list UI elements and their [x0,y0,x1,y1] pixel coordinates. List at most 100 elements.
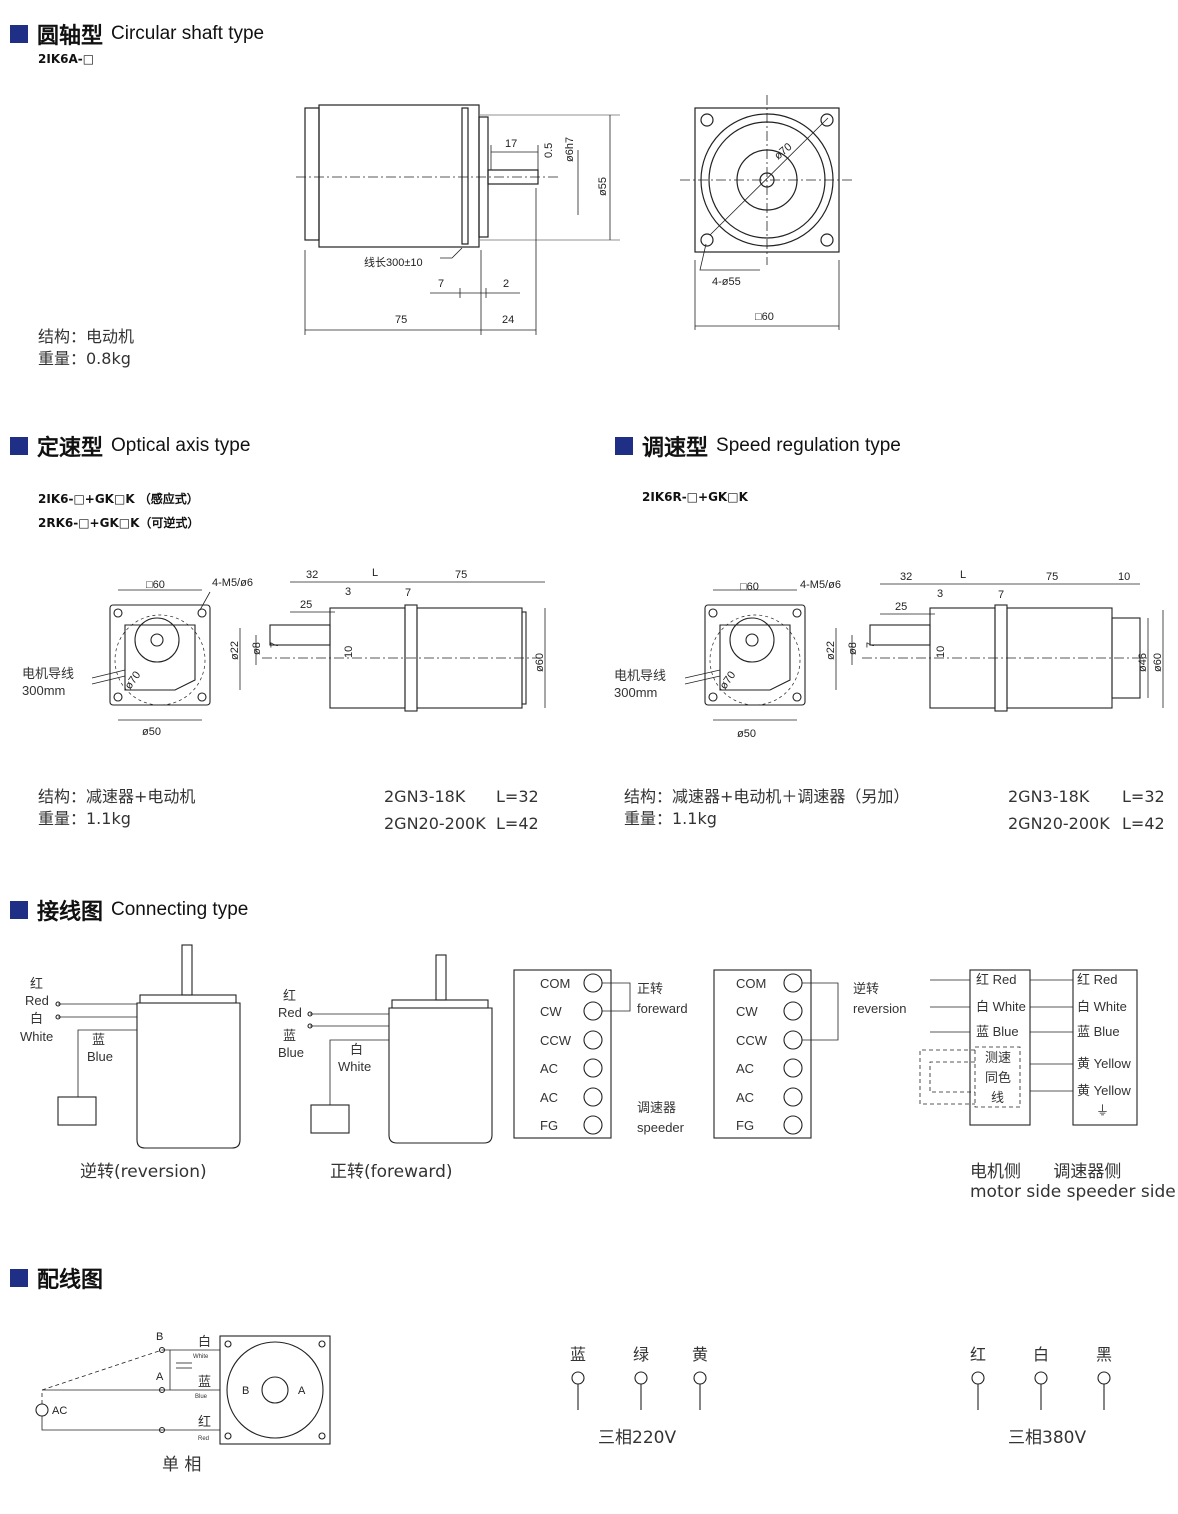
reversion-label-cn: 逆转 [853,981,879,996]
sensor-label: 同色 [985,1070,1011,1085]
dim-holes: 4-ø55 [712,276,741,288]
reversion-label-en: reversion [853,1001,906,1016]
section-title-speed: 调速型 Speed regulation type [615,430,901,462]
terminal-label: FG [540,1118,558,1133]
gear-length-2: L=42 [1122,814,1165,833]
weight-text: 重量：0.8kg [38,349,131,368]
rotation-b-label: B [242,1385,249,1397]
model-number-1: 2IK6R-□+GK□K [642,490,748,504]
speeder-side-wire: 黄 Yellow [1077,1056,1131,1071]
structure-text: 结构：减速器+电动机 [38,787,196,806]
dim-22: ø22 [825,641,837,660]
dim-L: L [372,567,378,579]
dim-32: 32 [306,569,318,581]
wire-blue-en: Blue [87,1049,113,1064]
dim-7b: 7 [865,642,877,648]
gear-length-1: L=32 [496,787,539,806]
forward-label-cn: 正转 [637,981,663,996]
model-number-2: 2RK6-□+GK□K（可逆式） [38,516,200,530]
dim-sq60: □60 [146,579,165,591]
speeder-label-en: speeder [637,1120,685,1135]
section-title-cn: 圆轴型 [37,24,104,49]
terminal-label: COM [540,976,570,991]
dim-75: 75 [455,569,467,581]
speeder-side-wire: 红 Red [1077,972,1117,987]
single-phase-caption: 单 相 [162,1455,202,1475]
phase-label: 黄 [692,1346,708,1364]
wire-a-label: A [156,1371,164,1383]
dim-32: 32 [900,571,912,583]
wire-length: 线长300±10 [364,255,423,269]
phase-label: 蓝 [570,1346,586,1364]
speeder-side-wire: 黄 Yellow [1077,1083,1131,1098]
section-title-cn: 配线图 [37,1268,104,1293]
dim-6h7: ø6h7 [564,137,576,162]
motor-side-wire: 蓝 Blue [976,1024,1019,1039]
section-title-circular: 圆轴型 Circular shaft type [10,18,264,50]
section-marker-icon [615,437,633,455]
phase-label: 红 [970,1346,986,1364]
dim-10: 10 [935,646,947,658]
phase-label: 白 [1033,1346,1049,1364]
section-title-en: Circular shaft type [111,23,265,44]
terminal-label: CW [540,1004,562,1019]
terminal-label: CCW [736,1033,768,1048]
sensor-label: 线 [991,1090,1004,1105]
circular-shaft-drawing: 17 0.5 ø6h7 ø55 线长300±10 7 2 75 24 ø70 4… [296,95,855,335]
speeder-label-cn: 调速器 [637,1100,676,1115]
phase-label: 黑 [1096,1347,1112,1364]
speeder-side-wire: 蓝 Blue [1077,1024,1120,1039]
wiring-diagrams: B A AC 白 White 蓝 Blue 红 Red B A 蓝 绿 黄 红 … [35,1331,1112,1445]
side-caption-en: motor side speeder side [970,1182,1176,1202]
gear-motor-drawings: □60 4-M5/ø6 32 L 75 3 25 7 ø22 ø8 7 10 ø… [22,567,1164,740]
section-title-cn: 调速型 [642,436,709,461]
structure-text: 结构：电动机 [38,327,135,346]
terminal-label: AC [540,1061,558,1076]
rotation-a-label: A [298,1385,306,1397]
reversion-caption: 逆转(reversion) [80,1162,207,1182]
dim-60: ø60 [1152,653,1164,672]
section-title-connecting: 接线图 Connecting type [10,894,248,926]
dim-75: 75 [395,314,407,326]
wire-blue-cn: 蓝 [198,1374,211,1389]
dim-m5: 4-M5/ø6 [800,579,841,591]
wire-white-en: White [338,1059,371,1074]
speeder-side-wire: 白 White [1077,999,1127,1014]
terminal-label: AC [736,1061,754,1076]
connecting-diagrams: 红 Red 白 White 蓝 Blue 红 Red 蓝 Blue 白 Whit… [20,944,1138,1149]
section-marker-icon [10,1269,28,1287]
wire-blue-cn: 蓝 [92,1032,105,1047]
terminal-label: CCW [540,1033,572,1048]
dim-sq60: □60 [740,581,759,593]
dim-24: 24 [502,314,514,326]
motor-side-wire: 白 White [976,999,1026,1014]
dim-50: ø50 [142,726,161,738]
dim-8: ø8 [251,642,263,655]
ac-label: AC [52,1405,67,1417]
terminal-label: FG [736,1118,754,1133]
wire-white-cn: 白 [30,1011,43,1026]
gear-model-2: 2GN20-200K [384,814,486,833]
dim-25: 25 [895,601,907,613]
dim-3: 3 [345,586,351,598]
wire-blue-en: Blue [195,1394,208,1400]
motor-side-wire: 红 Red [976,972,1016,987]
forward-label-en: foreward [637,1001,688,1016]
weight-text: 重量：1.1kg [624,809,717,828]
structure-text: 结构：减速器+电动机＋调速器（另加） [624,787,910,806]
dim-2: 2 [503,278,509,290]
dim-0-5: 0.5 [543,143,555,158]
terminal-label: COM [736,976,766,991]
wire-white-en: White [193,1354,209,1360]
wire-white-cn: 白 [198,1334,211,1349]
dim-3: 3 [937,588,943,600]
dim-22: ø22 [229,641,241,660]
wire-red-cn: 红 [30,976,43,991]
speed-drawing [684,583,1164,721]
wire-red-en: Red [278,1005,302,1020]
section-title-cn: 接线图 [37,900,104,925]
forward-caption: 正转(foreward) [330,1162,453,1182]
model-number-1: 2IK6-□+GK□K （感应式） [38,492,199,506]
dim-sq60: □60 [755,311,774,323]
dim-70: ø70 [123,669,144,691]
